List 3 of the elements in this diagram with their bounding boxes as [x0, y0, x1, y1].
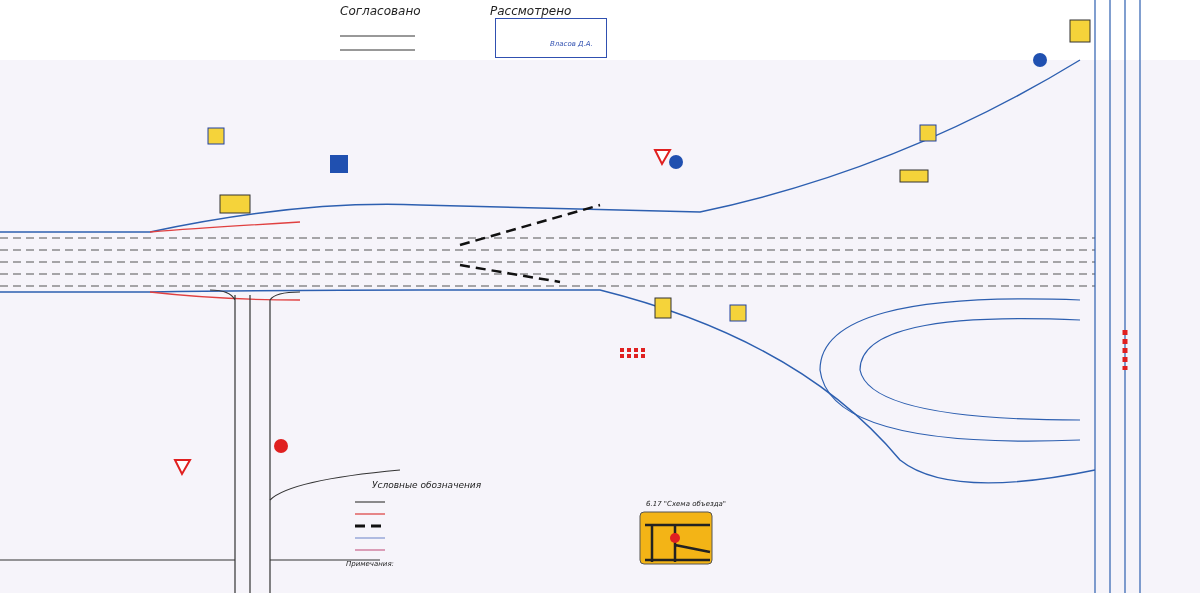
review-heading: Рассмотрено [490, 4, 572, 18]
approval-heading: Согласовано [340, 4, 421, 18]
legend-title: Условные обозначения [372, 480, 482, 490]
